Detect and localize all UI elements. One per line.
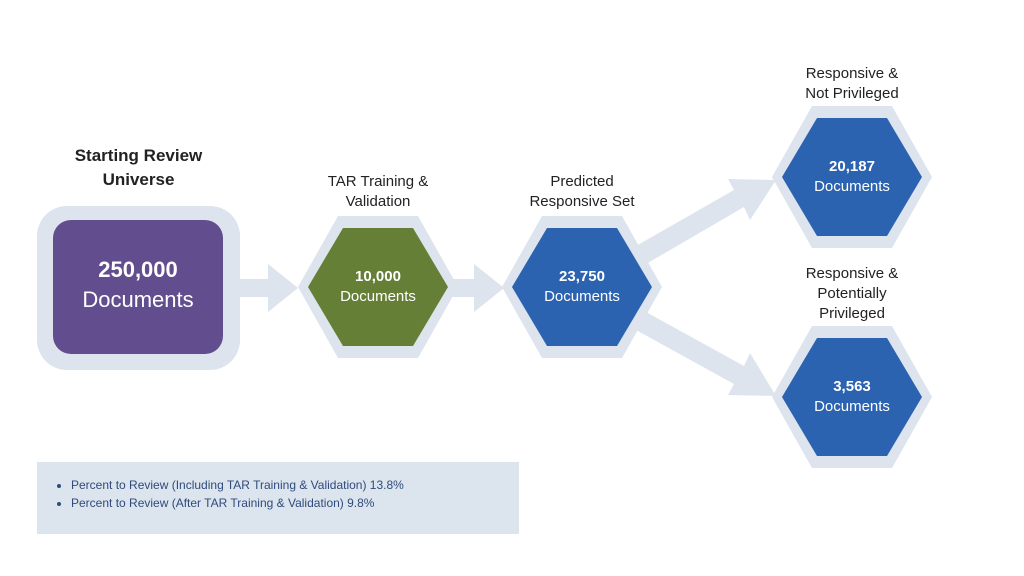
privileged-label-line1: Responsive & — [805, 265, 899, 282]
not-privileged-label-line2: Not Privileged — [805, 85, 899, 102]
tar-count: 10,000 — [355, 268, 401, 285]
notes-list: Percent to Review (Including TAR Trainin… — [59, 476, 519, 512]
tar-label-line1: TAR Training & — [327, 173, 429, 190]
start-title: Starting Review Universe — [37, 144, 240, 192]
tar-hexagon: 10,000 Documents — [308, 228, 448, 346]
predicted-count: 23,750 — [559, 268, 605, 285]
privileged-label-line2: Potentially — [817, 285, 887, 302]
start-title-line1: Starting Review — [74, 146, 203, 165]
privileged-label-line3: Privileged — [819, 305, 885, 322]
not-privileged-label-line1: Responsive & — [805, 65, 899, 82]
predicted-label: Predicted Responsive Set — [502, 172, 662, 212]
predicted-unit: Documents — [544, 288, 620, 305]
privileged-unit: Documents — [814, 398, 890, 415]
tar-unit: Documents — [340, 288, 416, 305]
start-box: 250,000 Documents — [53, 220, 223, 354]
arrow-predicted-to-not-privileged — [636, 179, 776, 264]
not-privileged-label: Responsive & Not Privileged — [772, 64, 932, 104]
start-unit: Documents — [82, 287, 194, 312]
not-privileged-count: 20,187 — [829, 158, 875, 175]
privileged-label: Responsive & Potentially Privileged — [772, 264, 932, 324]
arrow-start-to-tar — [238, 264, 298, 312]
privileged-count: 3,563 — [833, 378, 871, 395]
predicted-label-line1: Predicted — [550, 173, 614, 190]
start-title-line2: Universe — [102, 170, 175, 189]
arrow-predicted-to-privileged — [636, 312, 776, 396]
start-count: 250,000 — [98, 257, 178, 282]
note-after-tar: Percent to Review (After TAR Training & … — [71, 494, 519, 512]
tar-label: TAR Training & Validation — [298, 172, 458, 212]
arrow-tar-to-predicted — [446, 264, 504, 312]
tar-label-line2: Validation — [345, 193, 411, 210]
note-including-tar: Percent to Review (Including TAR Trainin… — [71, 476, 519, 494]
notes-box: Percent to Review (Including TAR Trainin… — [37, 462, 519, 534]
not-privileged-unit: Documents — [814, 178, 890, 195]
predicted-label-line2: Responsive Set — [529, 193, 635, 210]
